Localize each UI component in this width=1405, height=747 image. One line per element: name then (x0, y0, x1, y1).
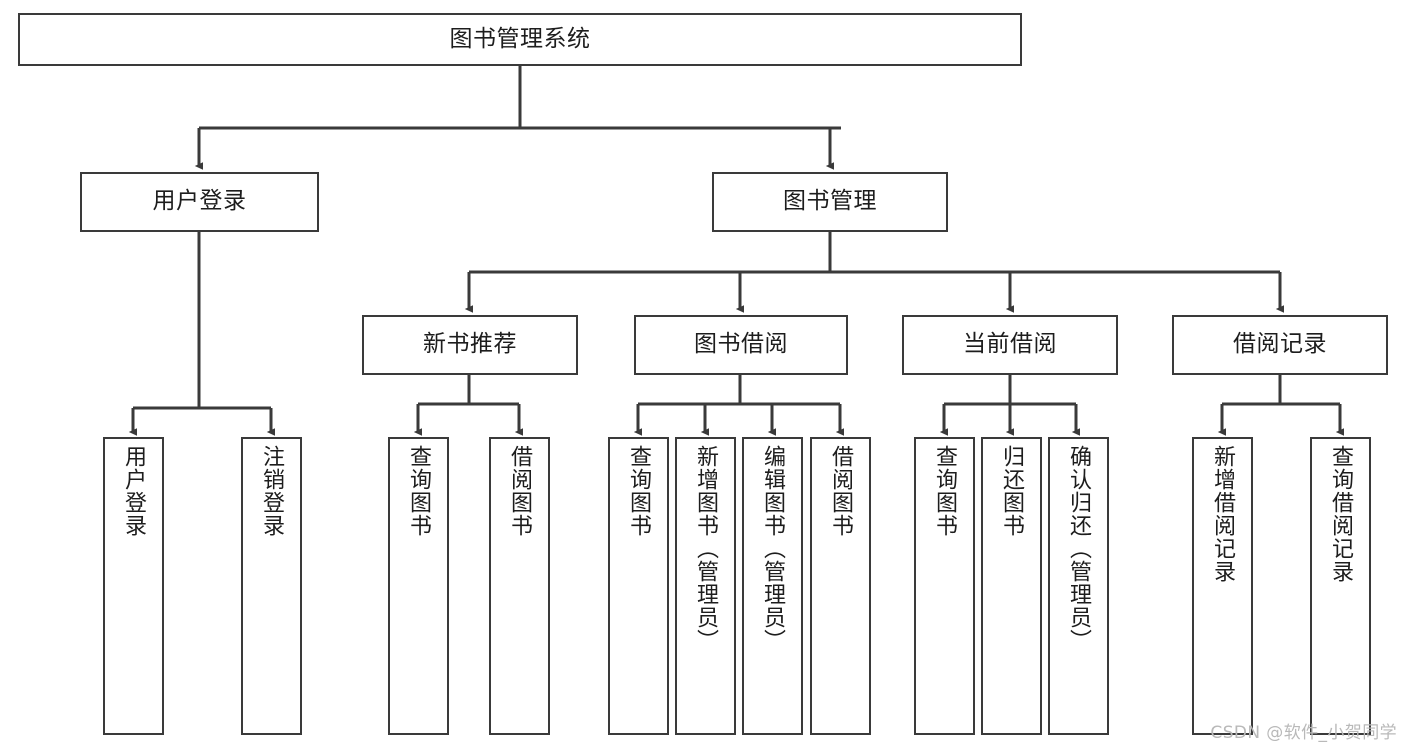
node-book-manage[interactable]: 图书管理 (712, 172, 948, 232)
node-label: 查询图书 (406, 445, 432, 537)
node-leaf-borrow-book[interactable]: 借阅图书 (810, 437, 871, 735)
node-label: 图书管理系统 (449, 25, 591, 52)
node-leaf-confirm-return[interactable]: 确认归还（管理员） (1048, 437, 1109, 735)
node-leaf-query-borrow-record[interactable]: 查询借阅记录 (1310, 437, 1371, 735)
node-label: 编辑图书（管理员） (760, 445, 786, 652)
node-label: 借阅图书 (828, 445, 854, 537)
node-label: 图书借阅 (694, 331, 788, 358)
node-leaf-return-book[interactable]: 归还图书 (981, 437, 1042, 735)
node-label: 新书推荐 (423, 331, 517, 358)
node-label: 借阅图书 (507, 445, 533, 537)
node-borrow-record[interactable]: 借阅记录 (1172, 315, 1388, 375)
node-leaf-add-book[interactable]: 新增图书（管理员） (675, 437, 736, 735)
node-label: 确认归还（管理员） (1066, 445, 1092, 652)
node-current-borrow[interactable]: 当前借阅 (902, 315, 1118, 375)
node-leaf-query-book-current[interactable]: 查询图书 (914, 437, 975, 735)
node-label: 新增图书（管理员） (693, 445, 719, 652)
node-label: 新增借阅记录 (1210, 445, 1236, 583)
node-leaf-add-borrow-record[interactable]: 新增借阅记录 (1192, 437, 1253, 735)
node-label: 归还图书 (999, 445, 1025, 537)
node-label: 查询图书 (932, 445, 958, 537)
node-label: 图书管理 (783, 188, 877, 215)
node-label: 用户登录 (152, 188, 247, 215)
node-book-borrow[interactable]: 图书借阅 (634, 315, 848, 375)
node-leaf-query-book-recommend[interactable]: 查询图书 (388, 437, 449, 735)
node-label: 查询借阅记录 (1328, 445, 1354, 583)
node-label: 注销登录 (259, 445, 285, 537)
node-leaf-user-login[interactable]: 用户登录 (103, 437, 164, 735)
watermark-text: CSDN @软件_小贺同学 (1210, 723, 1397, 743)
node-user-login[interactable]: 用户登录 (80, 172, 319, 232)
node-root-book-management-system[interactable]: 图书管理系统 (18, 13, 1022, 66)
node-leaf-logout-login[interactable]: 注销登录 (241, 437, 302, 735)
node-leaf-borrow-book-recommend[interactable]: 借阅图书 (489, 437, 550, 735)
node-leaf-edit-book[interactable]: 编辑图书（管理员） (742, 437, 803, 735)
node-label: 用户登录 (121, 445, 147, 537)
node-leaf-query-book-borrow[interactable]: 查询图书 (608, 437, 669, 735)
node-label: 借阅记录 (1233, 331, 1327, 358)
node-label: 当前借阅 (963, 331, 1057, 358)
node-label: 查询图书 (626, 445, 652, 537)
node-new-book-recommend[interactable]: 新书推荐 (362, 315, 578, 375)
